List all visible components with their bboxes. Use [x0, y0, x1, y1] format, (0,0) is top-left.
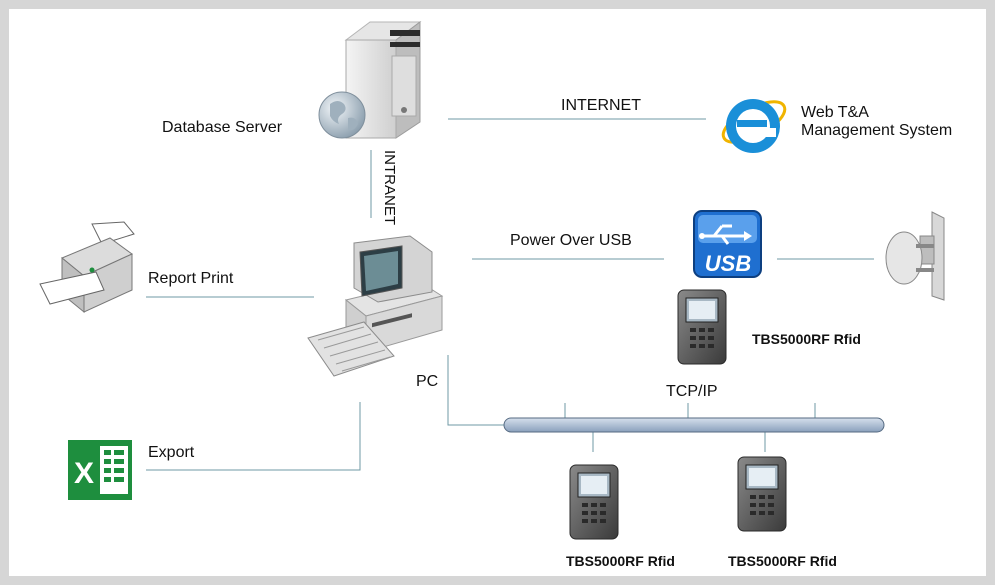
label-device-bottom-right: TBS5000RF Rfid: [728, 553, 837, 569]
excel-letter: X: [74, 457, 94, 490]
label-internet: INTERNET: [561, 97, 641, 114]
label-report-print: Report Print: [148, 270, 234, 287]
label-export: Export: [148, 444, 195, 461]
pc-icon: [307, 235, 444, 377]
label-power-over-usb: Power Over USB: [510, 232, 632, 249]
rfid-terminal-icon: [737, 456, 787, 532]
tcpip-bus: [503, 417, 885, 433]
export-line: [146, 402, 361, 471]
usb-badge-label: USB: [705, 251, 752, 276]
label-device-bottom-left: TBS5000RF Rfid: [566, 553, 675, 569]
globe-icon: [318, 91, 366, 139]
label-intranet: INTRANET: [381, 150, 398, 225]
label-device-top: TBS5000RF Rfid: [752, 331, 861, 347]
ie-browser-icon: [721, 99, 787, 153]
label-intranet-wrap: INTRANET: [380, 150, 402, 236]
usb-icon: USB: [693, 210, 762, 278]
rfid-terminal-icon: [677, 289, 727, 365]
pc-bus-line: [447, 355, 505, 426]
rfid-terminal-icon: [569, 464, 619, 540]
label-database-server: Database Server: [162, 119, 283, 136]
label-web-ta-2: Management System: [801, 122, 953, 139]
label-pc: PC: [416, 373, 439, 390]
excel-icon: X: [68, 440, 132, 500]
label-tcp-ip: TCP/IP: [666, 383, 718, 400]
usb-adapter-icon: [885, 211, 945, 301]
printer-icon: [39, 221, 135, 314]
label-web-ta-1: Web T&A: [801, 104, 869, 121]
connectors: [146, 118, 874, 471]
